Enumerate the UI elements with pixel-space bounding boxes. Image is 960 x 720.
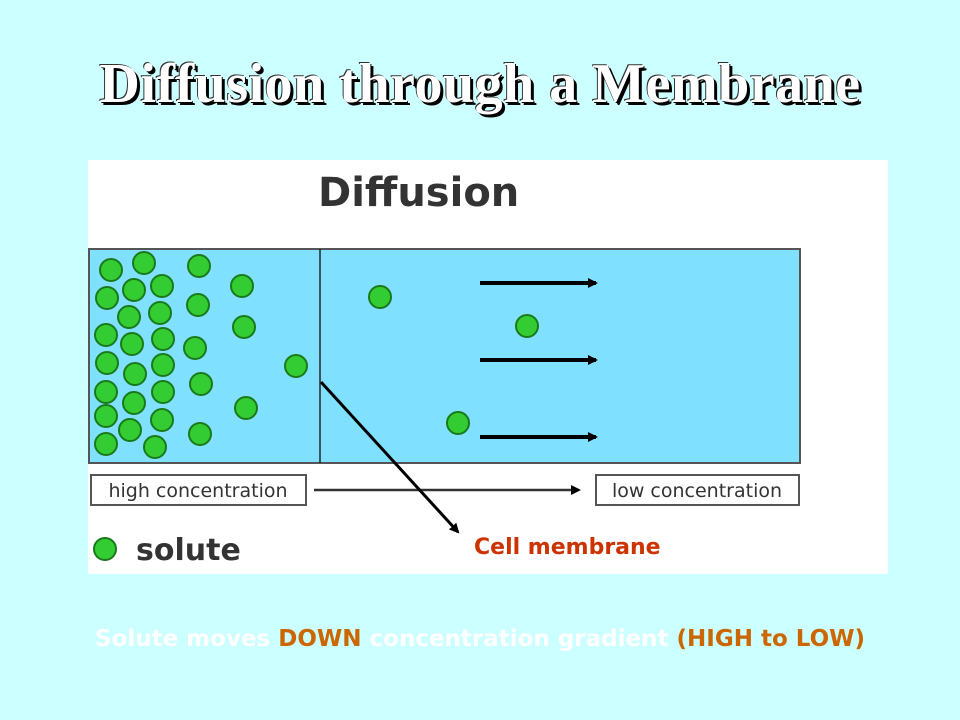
solute-particle [187,254,211,278]
solute-particle [148,301,172,325]
solute-particle [118,418,142,442]
high-concentration-label: high concentration [108,480,287,502]
solute-particle [188,422,212,446]
caption-highlight-down: DOWN [278,626,362,652]
membrane-label: Cell membrane [474,535,661,560]
solute-particle [368,285,392,309]
caption-text-1: Solute moves [94,626,279,652]
high-concentration-box [90,474,307,506]
solute-particle [94,380,118,404]
legend-solute-icon [93,537,117,561]
solute-particle [122,278,146,302]
solute-particle [234,396,258,420]
solute-particle [99,258,123,282]
low-concentration-label: low concentration [612,480,782,502]
solute-particle [151,353,175,377]
slide-title: Diffusion through a Membrane [99,53,861,115]
solute-particle [151,380,175,404]
solute-particle [117,305,141,329]
flow-arrows [480,278,598,442]
solute-particle [95,286,119,310]
low-concentration-box [595,474,800,506]
solute-particle [94,323,118,347]
solute-particle [230,274,254,298]
membrane-pointer-arrow [319,380,460,534]
diagram-heading: Diffusion [318,170,519,216]
solute-particle [123,362,147,386]
solute-particle [150,408,174,432]
solute-particle [515,314,539,338]
solute-particle [122,391,146,415]
diffusion-diagram: Diffusion [88,170,801,568]
solute-particle [150,274,174,298]
caption: Solute moves DOWN concentration gradient… [40,622,920,656]
solute-particle [232,315,256,339]
solute-particle [94,432,118,456]
solute-particles [94,251,539,459]
solute-particle [143,435,167,459]
caption-text-2: concentration gradient [361,626,677,652]
solute-particle [189,372,213,396]
solute-particle [120,332,144,356]
diffusion-figure: Diffusion [88,160,888,574]
solute-particle [284,354,308,378]
solute-particle [183,336,207,360]
solute-particle [186,293,210,317]
solute-particle [132,251,156,275]
caption-highlight-high-to-low: (HIGH to LOW) [676,626,866,652]
solute-particle [446,411,470,435]
legend-solute-label: solute [136,533,241,568]
solute-particle [151,327,175,351]
solute-particle [95,351,119,375]
solute-particle [94,404,118,428]
